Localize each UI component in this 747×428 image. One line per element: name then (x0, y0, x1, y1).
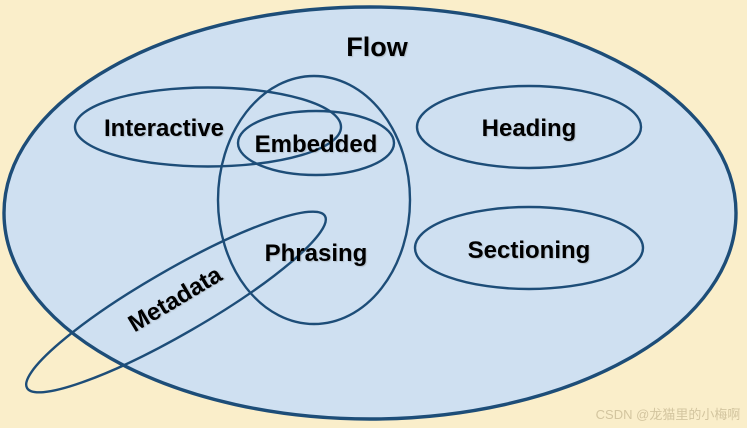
phrasing-set-label: Phrasing (265, 240, 368, 267)
embedded-set-ellipse (236, 109, 396, 177)
flow-set-label: Flow (346, 32, 408, 62)
sectioning-set-label: Sectioning (468, 237, 591, 264)
metadata-set-ellipse (24, 210, 328, 394)
embedded-set-label: Embedded (255, 131, 378, 158)
csdn-watermark: CSDN @龙猫里的小梅啊 (596, 407, 741, 422)
phrasing-set-ellipse (216, 74, 412, 326)
interactive-set-ellipse (73, 86, 343, 168)
flow-set-ellipse (2, 5, 738, 421)
interactive-set-label: Interactive (104, 115, 224, 142)
heading-set-label: Heading (482, 115, 577, 142)
sectioning-set-ellipse (413, 205, 645, 291)
heading-set-ellipse (415, 84, 643, 170)
